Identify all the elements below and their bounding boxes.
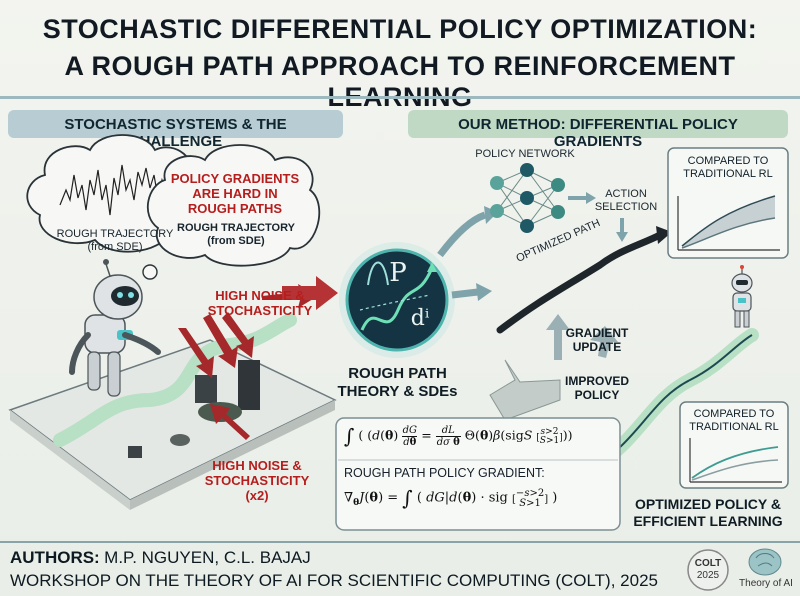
authors-label: AUTHORS: — [10, 548, 100, 567]
broken-floor — [489, 359, 561, 421]
arrow-to-optimized-path — [451, 283, 492, 301]
thought-bubble-small — [142, 264, 158, 280]
outcome-path-edge — [589, 334, 753, 471]
policy-network-label: POLICY NETWORK — [475, 148, 575, 160]
cloud2-label: ROUGH TRAJECTORY (from SDE) — [177, 222, 295, 247]
title-divider — [0, 96, 800, 99]
venue-line: WORKSHOP ON THE THEORY OF AI FOR SCIENTI… — [10, 571, 658, 590]
arrow-to-action — [568, 192, 596, 204]
inset-top-title: COMPARED TO TRADITIONAL RL — [683, 155, 773, 180]
colt-badge-year: 2025 — [696, 570, 720, 581]
cloud2-warning: POLICY GRADIENTS ARE HARD IN ROUGH PATHS — [170, 171, 300, 216]
arrow-to-theory — [282, 276, 338, 310]
colt-badge-text: COLT — [694, 558, 722, 569]
noise-label-1: HIGH NOISE & STOCHASTICITY — [207, 288, 313, 318]
policy-network-nodes — [490, 163, 565, 233]
right-section-banner: OUR METHOD: DIFFERENTIAL POLICY GRADIENT… — [408, 110, 788, 150]
logo-caption: Theory of AI — [739, 578, 793, 589]
left-section-banner: STOCHASTIC SYSTEMS & THE CHALLENGE — [8, 110, 343, 150]
obstacle-block-1 — [195, 375, 217, 403]
green-path-left — [53, 313, 297, 447]
brain-logo-icon — [748, 548, 782, 576]
theory-label: ROUGH PATH THEORY & SDEs — [337, 365, 458, 400]
emblem-d-glyph: dⁱ — [410, 306, 430, 331]
optimized-path-curve — [496, 231, 664, 334]
authors-names: M.P. NGUYEN, C.L. BAJAJ — [104, 548, 311, 567]
robot-left — [69, 259, 161, 397]
noisy-platform — [8, 313, 337, 510]
robot-right — [731, 265, 753, 328]
obstacle-pebble — [170, 434, 190, 446]
gradient-arrows — [546, 314, 618, 360]
emblem-p-glyph: P — [389, 258, 407, 288]
noise-label-2: HIGH NOISE & STOCHASTICITY (x2) — [204, 458, 310, 503]
inset-chart-bottom — [679, 401, 789, 489]
gradient-update-label: GRADIENT UPDATE — [565, 326, 629, 354]
improved-policy-label: IMPROVED POLICY — [564, 374, 629, 402]
outcome-label: OPTIMIZED POLICY & EFFICIENT LEARNING — [633, 496, 783, 529]
inset-chart-top — [667, 147, 789, 259]
poster-title-line-2: A ROUGH PATH APPROACH TO REINFORCEMENT L… — [64, 51, 736, 112]
obstacle-block-2 — [238, 360, 260, 410]
authors-line: AUTHORS: M.P. NGUYEN, C.L. BAJAJ — [10, 548, 311, 568]
arrow-action-down — [616, 218, 628, 242]
formula-box — [335, 417, 621, 531]
arrow-to-policy-network — [437, 206, 498, 258]
cloud1-label: ROUGH TRAJECTORY (from SDE) — [56, 228, 174, 253]
formula-subtitle: ROUGH PATH POLICY GRADIENT: — [344, 466, 545, 480]
colt-badge — [687, 549, 729, 591]
thought-cloud-2 — [147, 144, 321, 267]
rough-trajectory-1 — [59, 164, 171, 216]
poster-title-line-1: STOCHASTIC DIFFERENTIAL POLICY OPTIMIZAT… — [42, 14, 758, 44]
action-selection-label: ACTION SELECTION — [594, 188, 658, 213]
rough-path-emblem — [339, 242, 455, 358]
obstacle-cube-small — [128, 446, 142, 458]
inset-bottom-title: COMPARED TO TRADITIONAL RL — [689, 408, 779, 433]
